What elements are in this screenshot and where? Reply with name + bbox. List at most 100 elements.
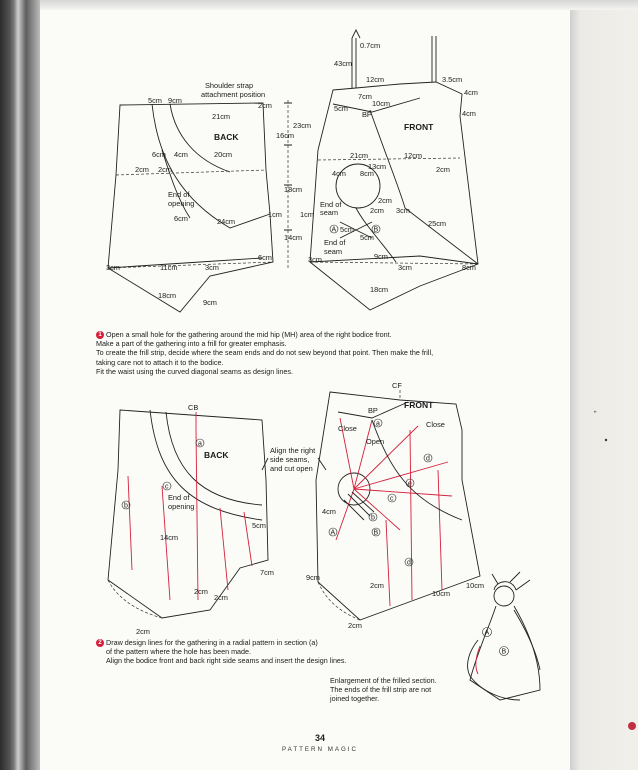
front2-marker-a: a bbox=[376, 421, 380, 428]
back-measure-6cm-c: 6cm bbox=[258, 253, 272, 262]
align-note-2: side seams, bbox=[270, 455, 309, 464]
front-bust-dart bbox=[332, 97, 421, 113]
back2-marker-b-circle bbox=[121, 500, 131, 510]
step-1-marker: 1 bbox=[96, 331, 104, 340]
front2-measure-10cm-a: 10cm bbox=[466, 581, 484, 590]
instruction-1-line-4: taking care not to attach it to the bodi… bbox=[96, 357, 224, 367]
back-hem-diagonal bbox=[107, 257, 263, 269]
back-measure-14cm: 14cm bbox=[284, 233, 302, 242]
front-measure-8cm: 8cm bbox=[360, 169, 374, 178]
figure-body bbox=[469, 605, 541, 701]
front2-marker-big-b: B bbox=[374, 530, 379, 537]
front2-marker-e1: e bbox=[408, 481, 412, 488]
back2-marker-a: a bbox=[198, 441, 202, 448]
back2-end-of-opening-2: opening bbox=[168, 502, 194, 511]
figure-head bbox=[493, 585, 515, 607]
front-end-of-seam-b-1: End of bbox=[324, 238, 346, 247]
back2-design-line-5 bbox=[243, 511, 253, 567]
align-note-3: and cut open bbox=[270, 464, 313, 473]
front-measure-25cm: 25cm bbox=[428, 219, 446, 228]
back-measure-6cm: 6cm bbox=[152, 150, 166, 159]
adjacent-page-edge bbox=[570, 0, 638, 770]
front-measure-3-5cm: 3.5cm bbox=[442, 75, 462, 84]
front-measure-2cm: 2cm bbox=[436, 165, 450, 174]
top-back-pattern bbox=[107, 100, 292, 313]
back-dim-tick-1 bbox=[284, 102, 292, 231]
front-measure-8cm-b: 8cm bbox=[462, 263, 476, 272]
front-measure-21cm: 21cm bbox=[350, 151, 368, 160]
back2-design-line-3 bbox=[195, 429, 199, 601]
instruction-2-line-3: Align the bodice front and back right si… bbox=[106, 656, 347, 666]
back-waist-guide bbox=[115, 169, 267, 176]
front2-marker-big-a: A bbox=[331, 530, 336, 537]
shoulder-strap-label-1: Shoulder strap bbox=[205, 81, 253, 90]
enlargement-line-3: joined together. bbox=[330, 694, 380, 704]
front2-vertical-3 bbox=[385, 519, 391, 607]
front-hem-line bbox=[309, 255, 479, 265]
front-measure-12cm: 12cm bbox=[366, 75, 384, 84]
page-top-shadow bbox=[40, 0, 638, 10]
back-measure-21cm: 21cm bbox=[212, 112, 230, 121]
back-pattern-label: BACK bbox=[214, 132, 239, 142]
front-end-of-seam-b-2: seam bbox=[324, 247, 342, 256]
front2-radial-7 bbox=[335, 488, 355, 541]
front2-close-2: Close bbox=[426, 420, 445, 429]
front-measure-3cm: 3cm bbox=[396, 206, 410, 215]
back2-hem-curve bbox=[107, 579, 163, 619]
front2-vertical-2 bbox=[437, 469, 443, 591]
back2-measure-2cm-b: 2cm bbox=[214, 593, 228, 602]
back-curved-seam bbox=[151, 103, 271, 229]
back2-curved-seam bbox=[149, 409, 263, 521]
back-measure-6cm-b: 6cm bbox=[174, 214, 188, 223]
front-measure-13cm: 13cm bbox=[368, 162, 386, 171]
instruction-2-ref: a bbox=[311, 638, 316, 647]
front-marker-b: B bbox=[374, 227, 379, 234]
step-2-marker: 2 bbox=[96, 639, 104, 648]
instruction-2-line-2: of the pattern where the hole has been m… bbox=[106, 647, 252, 657]
figure-frill bbox=[467, 639, 521, 701]
align-note-1: Align the right bbox=[270, 446, 315, 455]
adjacent-page-dot bbox=[604, 438, 608, 442]
front-measure-43cm: 43cm bbox=[334, 59, 352, 68]
instruction-1-line-5: Fit the waist using the curved diagonal … bbox=[96, 366, 293, 376]
back-measure-1cm: 1cm bbox=[268, 210, 282, 219]
back2-measure-2cm-a: 2cm bbox=[194, 587, 208, 596]
front2-marker-c-circle bbox=[387, 493, 397, 503]
front-marker-b-circle bbox=[371, 224, 381, 234]
front-end-of-seam-a-2: seam bbox=[320, 208, 338, 217]
back2-marker-b: b bbox=[124, 503, 128, 510]
front-measure-9cm: 9cm bbox=[374, 252, 388, 261]
back2-measure-14cm: 14cm bbox=[160, 533, 178, 542]
front2-marker-d2: d bbox=[407, 560, 411, 567]
back2-design-line-4 bbox=[219, 507, 229, 591]
back2-design-line-2 bbox=[161, 485, 171, 601]
front-waist-guide bbox=[317, 157, 461, 161]
figure-frill-red bbox=[475, 645, 481, 675]
front2-marker-e1-circle bbox=[405, 478, 415, 488]
front2-hatch bbox=[343, 491, 375, 521]
front-gathering-circle bbox=[335, 163, 381, 209]
back-measure-20cm: 20cm bbox=[214, 150, 232, 159]
back-opening-line bbox=[161, 149, 191, 219]
back-armhole-curve bbox=[169, 103, 231, 173]
back2-marker-c: c bbox=[165, 484, 169, 491]
front2-pattern-label: FRONT bbox=[404, 400, 434, 410]
front2-radial-3 bbox=[353, 425, 419, 490]
sketch-marker-a-circle bbox=[482, 627, 492, 637]
back-measure-18cm-b: 18cm bbox=[158, 291, 176, 300]
back-measure-2cm-c: 2cm bbox=[158, 165, 172, 174]
front2-radial-5 bbox=[353, 488, 453, 497]
back2-measure-5cm: 5cm bbox=[252, 521, 266, 530]
back2-marker-a-circle bbox=[195, 438, 205, 448]
back-measure-3cm-b: 3cm bbox=[205, 263, 219, 272]
enlargement-caption: Enlargement of the frilled section. The … bbox=[330, 676, 437, 704]
front-measure-4cm-d: 4cm bbox=[332, 169, 346, 178]
front2-radial-1 bbox=[339, 417, 355, 490]
back2-curve-2 bbox=[165, 411, 263, 506]
front2-cf-label: CF bbox=[392, 381, 402, 390]
front-marker-a-circle bbox=[329, 224, 339, 234]
back2-cb-label: CB bbox=[188, 403, 198, 412]
front2-radial-4 bbox=[353, 461, 449, 490]
